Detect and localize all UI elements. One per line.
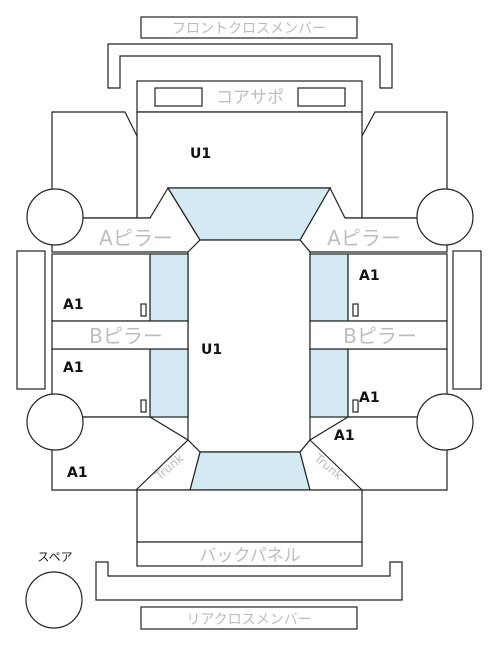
left-front-door-grade: A1: [63, 297, 84, 313]
b-pillar-left-label: Bピラー: [89, 324, 163, 348]
spare-wheel-icon[interactable]: [25, 571, 83, 629]
right-rear-fender-grade: A1: [334, 428, 355, 444]
b-pillar-right-label: Bピラー: [343, 324, 417, 348]
front-cross-member-label: フロントクロスメンバー: [172, 21, 326, 37]
left-rear-door-grade: A1: [63, 360, 84, 376]
a-pillar-left-label: Aピラー: [99, 226, 173, 250]
a-pillar-right-label: Aピラー: [327, 226, 401, 250]
core-support-right-slot[interactable]: [297, 87, 346, 107]
right-rear-door-grade: A1: [359, 390, 380, 406]
right-rear-window[interactable]: [309, 348, 349, 418]
right-side-sill[interactable]: [452, 250, 482, 390]
right-front-wheel-icon[interactable]: [416, 188, 474, 246]
left-side-sill[interactable]: [16, 250, 46, 390]
left-front-window[interactable]: [149, 253, 189, 322]
front-bumper[interactable]: [107, 43, 393, 89]
right-front-window[interactable]: [309, 253, 349, 322]
left-rear-window[interactable]: [149, 348, 189, 418]
front-panel-grade: U1: [190, 146, 211, 162]
right-front-door-handle: [352, 303, 359, 317]
right-front-door[interactable]: [347, 253, 448, 322]
right-rear-door-handle: [352, 399, 359, 413]
back-panel-label: バックパネル: [199, 546, 300, 566]
front-cross-member-box[interactable]: [140, 16, 358, 39]
left-rear-wheel-icon[interactable]: [26, 393, 84, 451]
left-rear-door-handle: [140, 399, 147, 413]
b-pillar-right-region[interactable]: [309, 320, 448, 350]
left-front-wheel-icon[interactable]: [26, 188, 84, 246]
rear-cross-member-label: リアクロスメンバー: [186, 612, 311, 628]
trunk-lid[interactable]: [136, 489, 363, 543]
right-front-door-grade: A1: [359, 268, 380, 284]
left-front-door-handle: [140, 303, 147, 317]
spare-label: スペア: [37, 550, 72, 564]
b-pillar-left-region[interactable]: [51, 320, 189, 350]
core-support-label: コアサポ: [216, 88, 284, 108]
back-panel[interactable]: [136, 541, 363, 567]
rear-cross-member-box[interactable]: [140, 606, 358, 630]
rear-window[interactable]: [189, 451, 311, 491]
rear-bumper[interactable]: [95, 561, 403, 601]
core-support-left-slot[interactable]: [154, 87, 203, 107]
left-rear-fender-grade: A1: [67, 465, 88, 481]
roof-grade: U1: [201, 342, 222, 358]
right-rear-wheel-icon[interactable]: [416, 393, 474, 451]
